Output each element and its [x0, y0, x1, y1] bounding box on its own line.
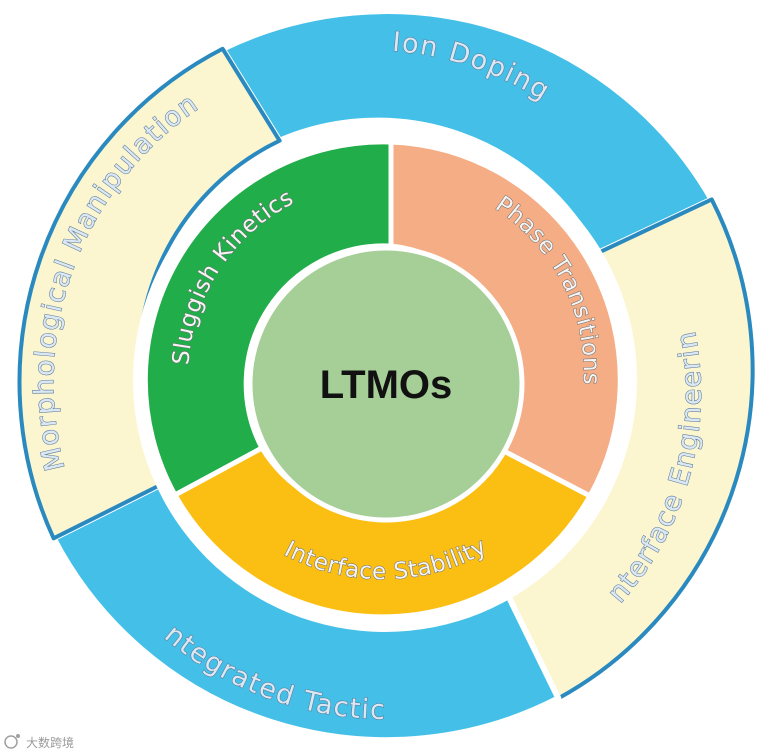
inner-segment-sluggish-kinetics [142, 139, 394, 498]
watermark-text: 大数跨境 [26, 735, 74, 750]
center-label: LTMOs [320, 363, 453, 407]
watermark-logo-icon [4, 735, 18, 749]
center-circle [247, 245, 525, 523]
outer-ring [17, 8, 755, 744]
outer-segment-ion-doping [219, 8, 715, 257]
watermark: 大数跨境 [4, 734, 74, 750]
watermark-logo-dot-icon [16, 734, 20, 738]
